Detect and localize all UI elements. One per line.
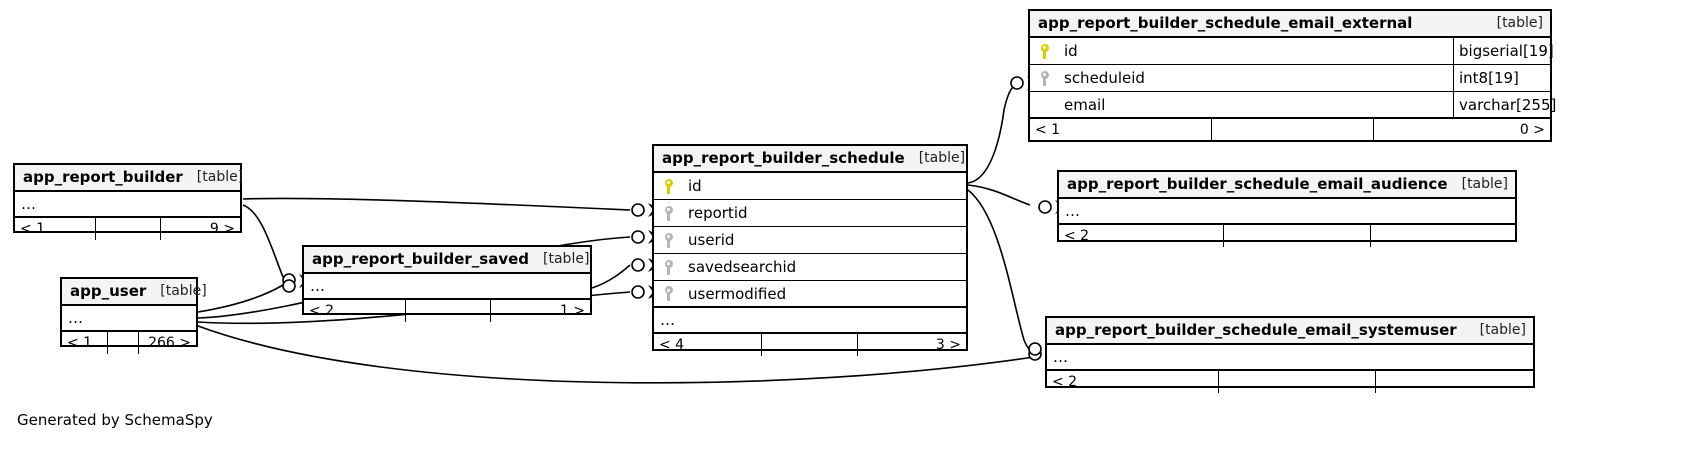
generated-by-label: Generated by SchemaSpy [17, 411, 213, 429]
footer-middle [1212, 119, 1374, 141]
table-name: app_report_builder_schedule [662, 149, 905, 167]
primary-key-icon [654, 178, 684, 194]
footer-middle [1219, 371, 1376, 393]
foreign-key-icon [654, 286, 684, 301]
parent-count: < 1 [1030, 119, 1212, 141]
table-name: app_user [70, 282, 147, 300]
foreign-key-icon [654, 232, 684, 248]
footer-middle [108, 332, 139, 354]
table-type-tag: [table] [1496, 15, 1543, 31]
table-app-report-builder-schedule-email-external[interactable]: app_report_builder_schedule_email_extern… [1028, 9, 1556, 142]
table-type-tag: [table] [1461, 176, 1508, 192]
parent-count: < 2 [1059, 225, 1224, 247]
more-columns-indicator: … [1059, 199, 1515, 225]
table-title: app_report_builder_schedule [table] [654, 146, 966, 173]
table-name: app_report_builder_schedule_email_system… [1055, 321, 1457, 339]
parent-count: < 4 [654, 334, 762, 356]
table-row[interactable]: scheduleid int8[19] [1030, 65, 1550, 92]
footer-middle [762, 334, 858, 356]
column-name: savedsearchid [688, 258, 797, 276]
child-count: 1 > [559, 303, 585, 319]
child-count: 266 > [148, 335, 191, 351]
table-app-report-builder-saved[interactable]: app_report_builder_saved [table] … < 2 1… [302, 245, 592, 322]
column-name: scheduleid [1064, 69, 1145, 87]
more-columns-indicator: … [304, 274, 590, 300]
footer-middle [406, 300, 491, 322]
table-name: app_report_builder_schedule_email_extern… [1038, 14, 1413, 32]
footer-middle [96, 218, 161, 240]
more-columns-indicator: … [15, 192, 240, 218]
table-title: app_report_builder_schedule_email_extern… [1030, 11, 1550, 38]
column-name: reportid [688, 204, 748, 222]
child-count: 3 > [935, 337, 961, 353]
table-app-user[interactable]: app_user [table] … < 1 266 > [60, 277, 207, 354]
column-name: id [688, 177, 702, 195]
parent-count: < 1 [62, 332, 108, 354]
table-title: app_report_builder [table] [15, 165, 244, 192]
table-footer: < 1 266 > [62, 332, 196, 354]
table-row[interactable]: userid [654, 227, 966, 254]
column-type: bigserial[19] [1453, 38, 1554, 64]
column-name: id [1064, 42, 1078, 60]
child-count [1371, 225, 1515, 247]
child-count: 0 > [1519, 122, 1545, 138]
parent-count: < 1 [15, 218, 96, 240]
more-columns-indicator: … [62, 306, 196, 332]
table-footer: < 4 3 > [654, 334, 966, 356]
table-footer: < 1 9 > [15, 218, 240, 240]
table-footer: < 2 1 > [304, 300, 590, 322]
table-app-report-builder-schedule[interactable]: app_report_builder_schedule [table] id r… [652, 144, 968, 356]
column-name: email [1064, 95, 1106, 114]
table-row[interactable]: id bigserial[19] [1030, 38, 1554, 65]
table-title: app_report_builder_schedule_email_audien… [1059, 172, 1515, 199]
child-count: 9 > [209, 221, 235, 237]
table-name: app_report_builder_saved [312, 250, 530, 268]
table-name: app_report_builder [23, 168, 183, 186]
table-name: app_report_builder_schedule_email_audien… [1067, 175, 1448, 193]
column-name: userid [688, 231, 735, 249]
table-type-tag: [table] [918, 150, 966, 166]
table-type-tag: [table] [196, 169, 244, 185]
child-count [1376, 371, 1533, 393]
table-title: app_report_builder_schedule_email_system… [1047, 318, 1533, 345]
table-row[interactable]: savedsearchid [654, 254, 966, 281]
column-type: int8[19] [1453, 65, 1550, 91]
parent-count: < 2 [1047, 371, 1219, 393]
primary-key-icon [1030, 43, 1060, 59]
table-footer: < 2 [1059, 225, 1515, 247]
more-columns-indicator: … [1047, 345, 1533, 371]
table-row[interactable]: email varchar[255] [1030, 92, 1556, 119]
foreign-key-icon [654, 259, 684, 275]
parent-count: < 2 [304, 300, 406, 322]
table-footer: < 1 0 > [1030, 119, 1550, 141]
foreign-key-icon [654, 205, 684, 221]
footer-middle [1224, 225, 1371, 247]
table-type-tag: [table] [160, 283, 207, 299]
column-type: varchar[255] [1453, 92, 1556, 117]
more-columns-indicator: … [654, 308, 966, 334]
table-footer: < 2 [1047, 371, 1533, 393]
table-row[interactable]: reportid [654, 200, 966, 227]
table-row[interactable]: id [654, 173, 966, 200]
table-title: app_report_builder_saved [table] [304, 247, 590, 274]
column-name: usermodified [688, 284, 787, 303]
table-app-report-builder-schedule-email-audience[interactable]: app_report_builder_schedule_email_audien… [1057, 170, 1517, 247]
foreign-key-icon [1030, 70, 1060, 86]
table-type-tag: [table] [1479, 322, 1526, 338]
table-app-report-builder-schedule-email-systemuser[interactable]: app_report_builder_schedule_email_system… [1045, 316, 1535, 393]
table-type-tag: [table] [543, 251, 590, 267]
table-app-report-builder[interactable]: app_report_builder [table] … < 1 9 > [13, 163, 244, 240]
table-row[interactable]: usermodified [654, 281, 966, 308]
table-title: app_user [table] [62, 279, 207, 306]
